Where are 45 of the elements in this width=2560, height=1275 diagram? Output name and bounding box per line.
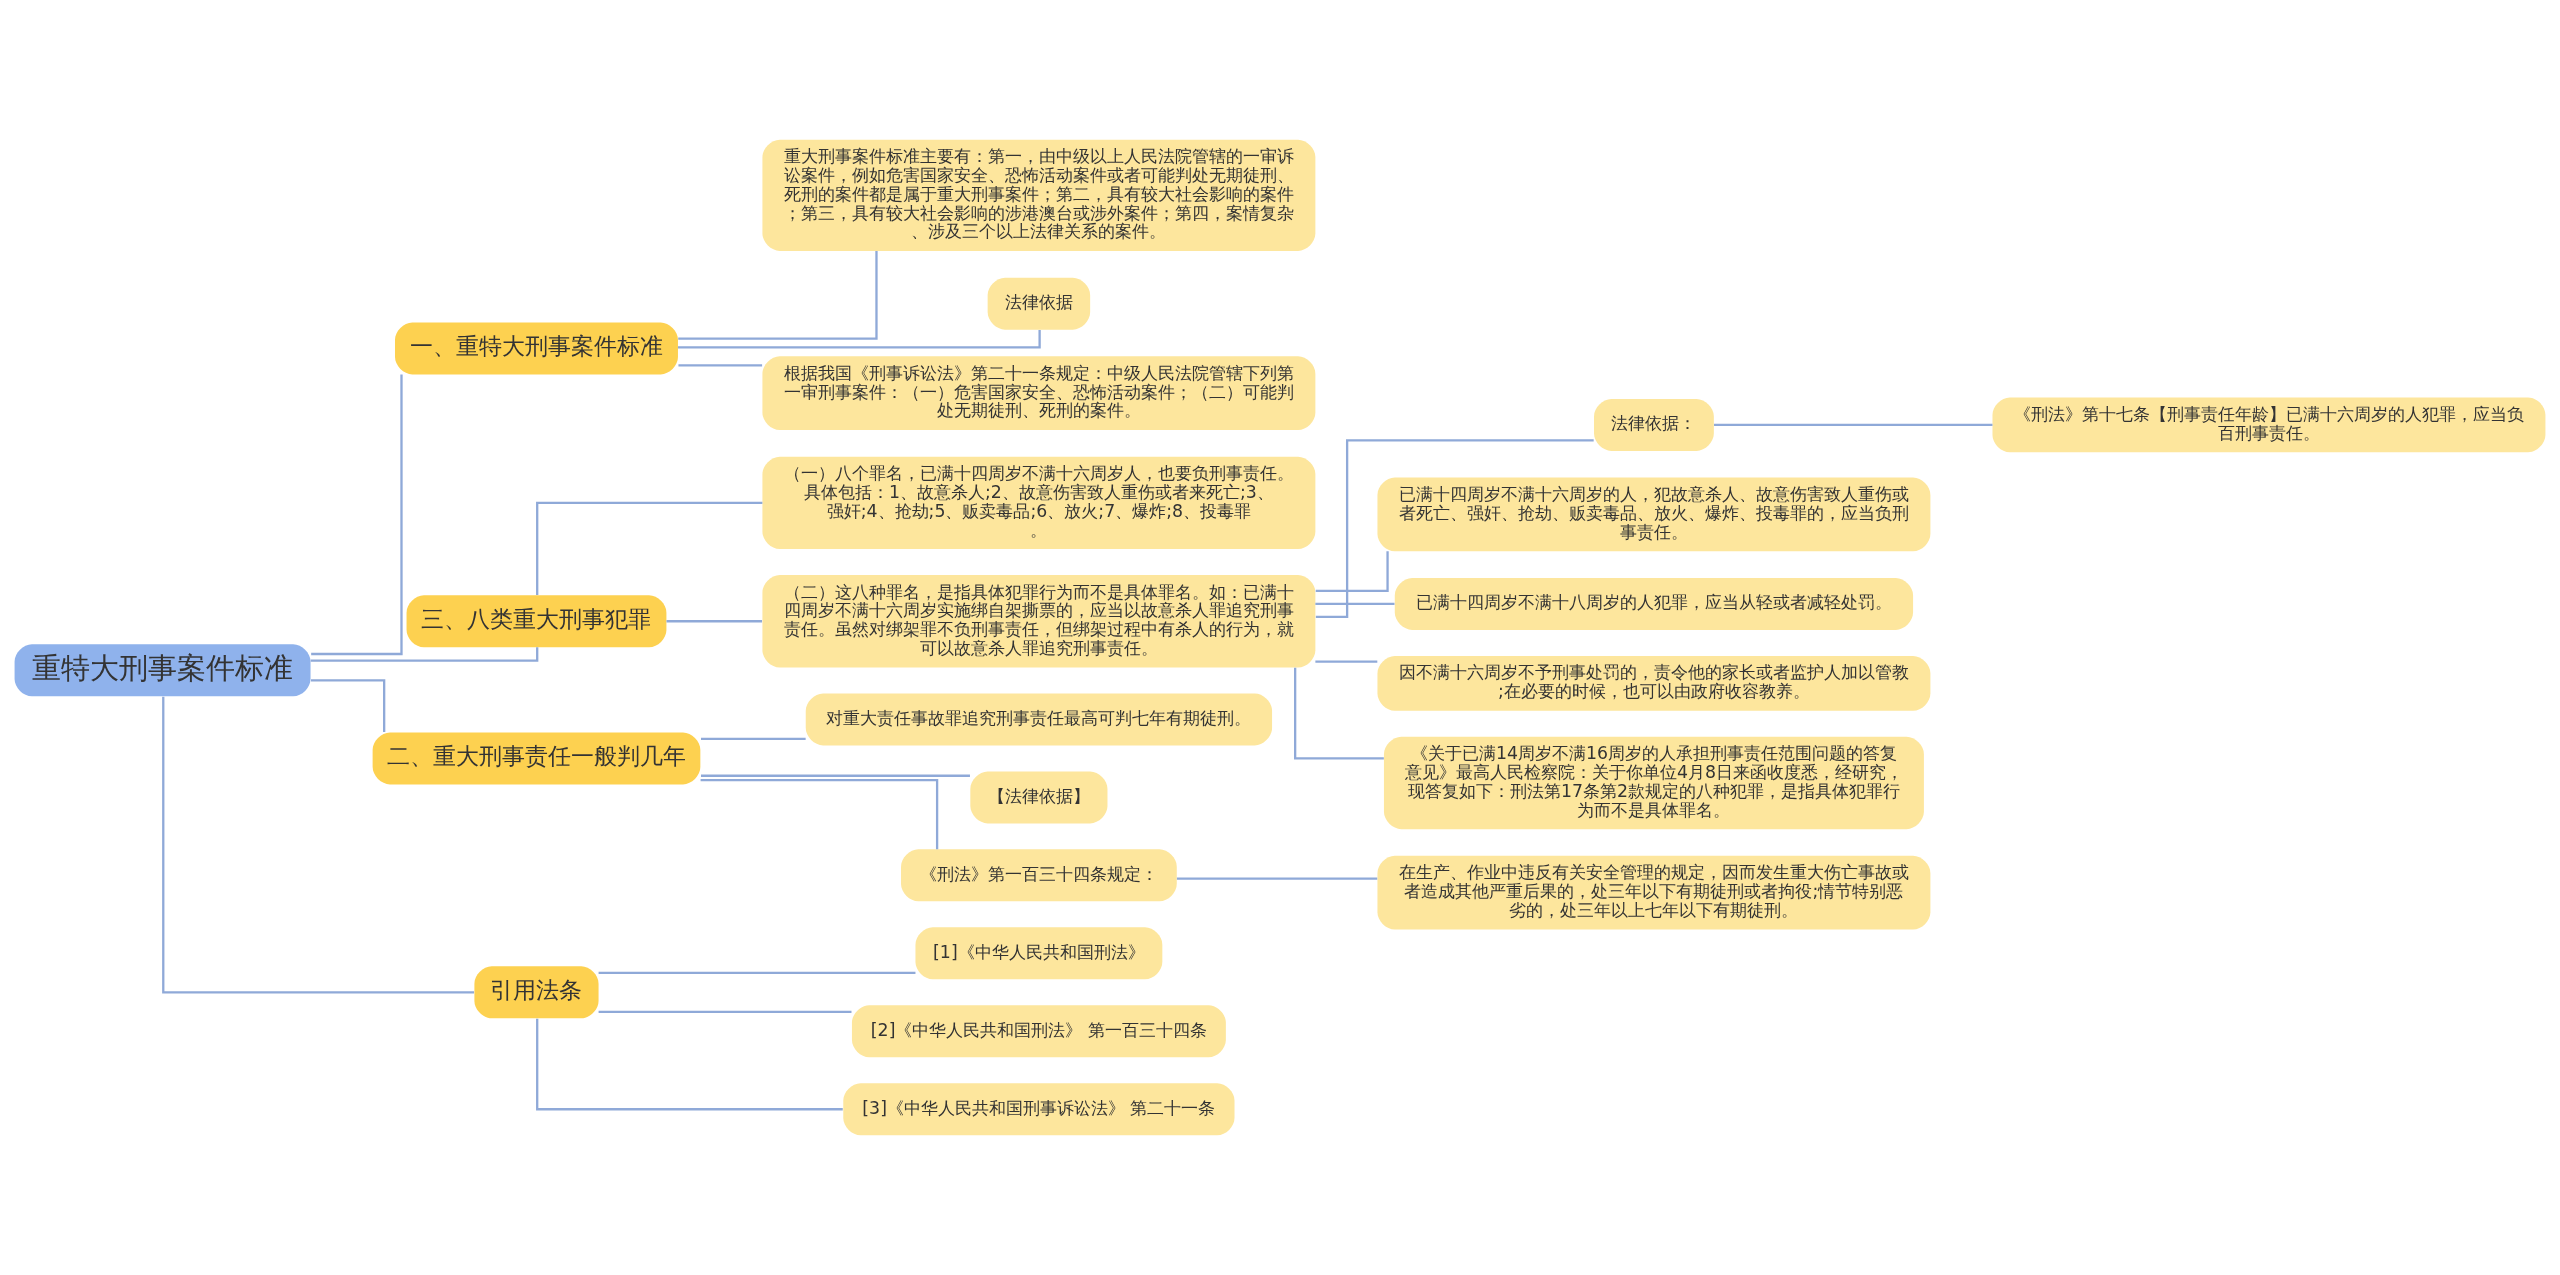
node-box: 【法律依据】	[970, 771, 1108, 824]
node-box: （一）八个罪名，已满十四周岁不满十六周岁人，也要负刑事责任。具体包括：1、故意杀人;2、故意伤害致人重伤或者来死亡;3、强奸;4、抢劫;5、贩卖毒品;6、放火;7、爆炸;8、投毒罪。	[762, 456, 1316, 550]
connector	[1315, 439, 1594, 619]
connector	[162, 696, 474, 994]
connector	[678, 364, 763, 367]
connector	[1315, 551, 1389, 593]
connector	[1294, 667, 1384, 760]
connector	[536, 1018, 843, 1111]
node-box: 二、重大刑事责任一般判几年	[372, 732, 701, 785]
connector	[311, 679, 386, 732]
node-box: 《关于已满14周岁不满16周岁的人承担刑事责任范围问题的答复意见》最高人民检察院：关于你单位4月8日来函收度悉，经研究，现答复如下：刑法第17条第2款规定的八种犯罪，是指具体犯罪行为而不是具体罪名。	[1383, 736, 1924, 830]
connector	[311, 374, 403, 656]
node-box: 重特大刑事案件标准	[14, 644, 311, 697]
connector	[1714, 423, 1993, 427]
node-box: 根据我国《刑事诉讼法》第二十一条规定：中级人民法院管辖下列第一审刑事案件：（一）危害国家安全、恐怖活动案件；（二）可能判处无期徒刑、死刑的案件。	[762, 356, 1316, 430]
node-box: [2]《中华人民共和国刑法》 第一百三十四条	[851, 1005, 1226, 1058]
connector	[677, 330, 1041, 349]
node-box: 《刑法》第一百三十四条规定：	[901, 849, 1177, 902]
connector	[701, 774, 970, 777]
connector	[701, 737, 806, 741]
connector	[310, 647, 539, 662]
node-box: [1]《中华人民共和国刑法》	[915, 927, 1163, 980]
node-box: 已满十四周岁不满十六周岁的人，犯故意杀人、故意伤害致人重伤或者死亡、强奸、抢劫、贩卖毒品、放火、爆炸、投毒罪的，应当负刑事责任。	[1377, 477, 1931, 552]
connector	[536, 501, 763, 595]
node-box: [3]《中华人民共和国刑事诉讼法》 第二十一条	[843, 1083, 1235, 1136]
node-box: 因不满十六周岁不予刑事处罚的，责令他的家长或者监护人加以管教;在必要的时候，也可以由政府收容教养。	[1377, 655, 1931, 711]
node-box: （二）这八种罪名，是指具体犯罪行为而不是具体罪名。如：已满十四周岁不满十六周岁实施绑自架撕票的，应当以故意杀人罪追究刑事责任。虽然对绑架罪不负刑事责任，但绑架过程中有杀人的行为，就可以故意杀人罪追究刑事责任。	[762, 575, 1316, 668]
node-box: 已满十四周岁不满十八周岁的人犯罪，应当从轻或者减轻处罚。	[1394, 577, 1914, 630]
node-box: 一、重特大刑事案件标准	[395, 322, 678, 375]
connector	[666, 620, 762, 623]
node-box: 法律依据	[987, 277, 1091, 330]
connector	[678, 251, 878, 340]
connector	[598, 971, 916, 974]
node-box: 对重大责任事故罪追究刑事责任最高可判七年有期徒刑。	[805, 693, 1273, 746]
node-box: 法律依据：	[1594, 398, 1714, 451]
node-box: 重大刑事案件标准主要有：第一，由中级以上人民法院管辖的一审诉讼案件，例如危害国家安全、恐怖活动案件或者可能判处无期徒刑、死刑的案件都是属于重大刑事案件；第二，具有较大社会影响的案件；第三，具有较大社会影响的涉港澳台或涉外案件；第四，案情复杂、涉及三个以上法律关系的案件。	[762, 139, 1316, 251]
connector	[1315, 602, 1395, 606]
connector	[598, 1010, 852, 1013]
connector	[1176, 877, 1378, 880]
node-box: 三、八类重大刑事犯罪	[406, 595, 667, 648]
node-box: 《刑法》第十七条【刑事责任年龄】已满十六周岁的人犯罪，应当负百刑事责任。	[1992, 397, 2546, 453]
connector	[1315, 660, 1378, 663]
connector	[700, 778, 939, 850]
node-box: 在生产、作业中违反有关安全管理的规定，因而发生重大伤亡事故或者造成其他严重后果的，处三年以下有期徒刑或者拘役;情节特别恶劣的，处三年以上七年以下有期徒刑。	[1377, 855, 1931, 930]
node-box: 引用法条	[474, 966, 599, 1019]
